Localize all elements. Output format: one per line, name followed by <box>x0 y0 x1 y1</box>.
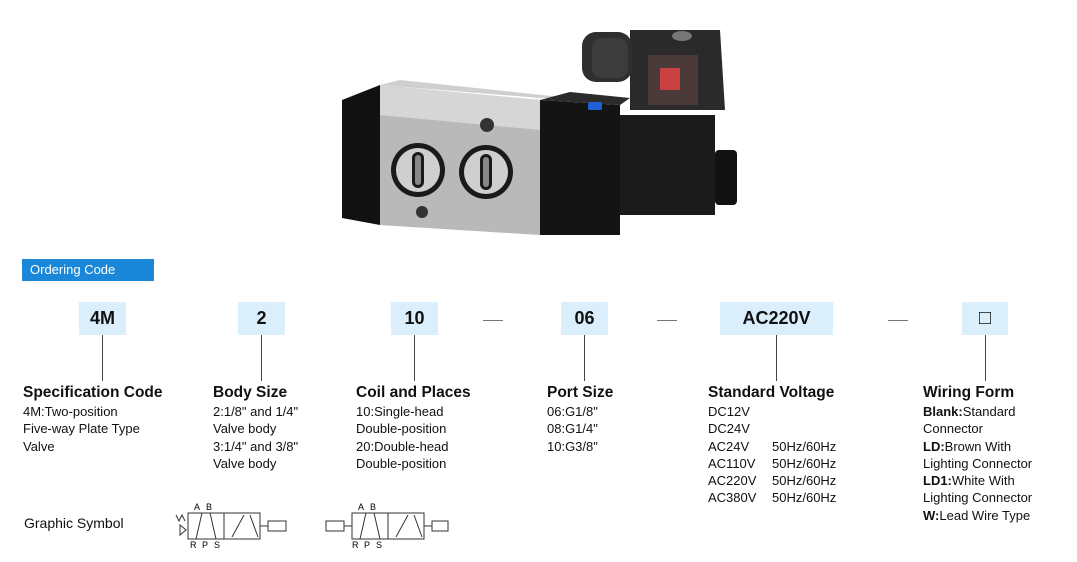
voltage-row: DC24V <box>708 420 836 437</box>
frequency-value: 50Hz/60Hz <box>772 438 837 454</box>
frequency-value: 50Hz/60Hz <box>772 490 837 506</box>
wiring-line: Lighting Connector <box>923 489 1032 506</box>
voltage-value: AC24V <box>708 438 750 454</box>
port-column: Port Size 06:G1/8" 08:G1/4" 10:G3/8" <box>547 383 613 455</box>
wiring-code: LD: <box>923 438 945 454</box>
wiring-line: Connector <box>923 420 1032 437</box>
voltage-row: AC110V 50Hz/60Hz <box>708 455 836 472</box>
body-column: Body Size 2:1/8" and 1/4" Valve body 3:1… <box>213 383 298 472</box>
leader-line <box>261 335 262 381</box>
separator-dash <box>888 320 908 321</box>
spec-line: 4M:Two-position <box>23 404 118 419</box>
coil-line: Double-position <box>356 421 447 437</box>
frequency-value: 50Hz/60Hz <box>772 473 837 489</box>
code-segment-spec: 4M <box>79 302 126 335</box>
wiring-desc: Lead Wire Type <box>939 507 1031 523</box>
wiring-line: Blank:Standard <box>923 403 1032 420</box>
port-title: Port Size <box>547 384 614 401</box>
wiring-desc: White With <box>951 473 1015 489</box>
leader-line <box>985 335 986 381</box>
port-label: R <box>352 540 359 549</box>
body-line: Valve body <box>213 455 277 471</box>
coil-title: Coil and Places <box>356 384 471 401</box>
body-line: 3:1/4" and 3/8" <box>213 438 299 454</box>
port-label: B <box>370 502 376 512</box>
body-line: 2:1/8" and 1/4" <box>213 404 299 419</box>
port-line: 06:G1/8" <box>547 404 598 419</box>
voltage-value: DC12V <box>708 404 750 419</box>
wiring-code: LD1: <box>923 473 952 489</box>
frequency-value: 50Hz/60Hz <box>772 455 837 471</box>
port-label: B <box>206 502 212 512</box>
voltage-column: Standard Voltage DC12V DC24V AC24V 50Hz/6… <box>708 383 836 507</box>
port-label: S <box>376 540 382 549</box>
graphic-symbol-label: Graphic Symbol <box>24 515 124 531</box>
port-label: A <box>194 502 200 512</box>
separator-dash <box>483 320 503 321</box>
wiring-desc: Connector <box>923 421 983 437</box>
spec-line: Five-way Plate Type <box>23 421 140 437</box>
voltage-value: AC380V <box>708 490 757 506</box>
wiring-desc: Lighting Connector <box>923 490 1033 506</box>
spec-title: Specification Code <box>23 384 163 401</box>
body-title: Body Size <box>213 384 288 401</box>
voltage-row: AC220V 50Hz/60Hz <box>708 472 836 489</box>
leader-line <box>414 335 415 381</box>
leader-line <box>776 335 777 381</box>
voltage-row: AC380V 50Hz/60Hz <box>708 489 836 506</box>
coil-column: Coil and Places 10:Single-head Double-po… <box>356 383 471 472</box>
wiring-line: LD1:White With <box>923 472 1032 489</box>
port-label: P <box>364 540 370 549</box>
wiring-desc: Lighting Connector <box>923 455 1033 471</box>
port-label: P <box>202 540 208 549</box>
solenoid-valve-image <box>342 30 737 235</box>
voltage-row: AC24V 50Hz/60Hz <box>708 438 836 455</box>
code-segment-wiring: □ <box>962 302 1008 335</box>
code-segment-port: 06 <box>561 302 608 335</box>
voltage-value: AC110V <box>708 455 756 471</box>
ordering-code-banner: Ordering Code <box>22 259 154 281</box>
port-label: R <box>190 540 197 549</box>
leader-line <box>102 335 103 381</box>
voltage-title: Standard Voltage <box>708 384 835 401</box>
wiring-code: W: <box>923 507 940 523</box>
spec-column: Specification Code 4M:Two-position Five-… <box>23 383 163 455</box>
wiring-line: LD:Brown With <box>923 438 1032 455</box>
port-line: 08:G1/4" <box>547 421 598 437</box>
coil-line: Double-position <box>356 455 447 471</box>
voltage-value: AC220V <box>708 473 757 489</box>
port-label: S <box>214 540 220 549</box>
body-line: Valve body <box>213 421 277 437</box>
coil-line: 20:Double-head <box>356 438 449 454</box>
voltage-row: DC12V <box>708 403 836 420</box>
wiring-column: Wiring Form Blank:Standard Connector LD:… <box>923 383 1032 524</box>
wiring-line: Lighting Connector <box>923 455 1032 472</box>
code-segment-body: 2 <box>238 302 285 335</box>
code-segment-voltage: AC220V <box>720 302 833 335</box>
coil-line: 10:Single-head <box>356 404 444 419</box>
single-solenoid-symbol: A B R P S <box>175 502 287 549</box>
port-line: 10:G3/8" <box>547 438 598 454</box>
wiring-code: Blank: <box>923 404 963 419</box>
wiring-line: W:Lead Wire Type <box>923 507 1032 524</box>
code-segment-coil: 10 <box>391 302 438 335</box>
leader-line <box>584 335 585 381</box>
separator-dash <box>657 320 677 321</box>
spec-line: Valve <box>23 438 55 454</box>
voltage-value: DC24V <box>708 421 750 437</box>
double-solenoid-symbol: A B R P S <box>325 502 449 549</box>
wiring-desc: Standard <box>962 404 1016 419</box>
wiring-desc: Brown With <box>944 438 1012 454</box>
wiring-title: Wiring Form <box>923 384 1015 401</box>
port-label: A <box>358 502 364 512</box>
